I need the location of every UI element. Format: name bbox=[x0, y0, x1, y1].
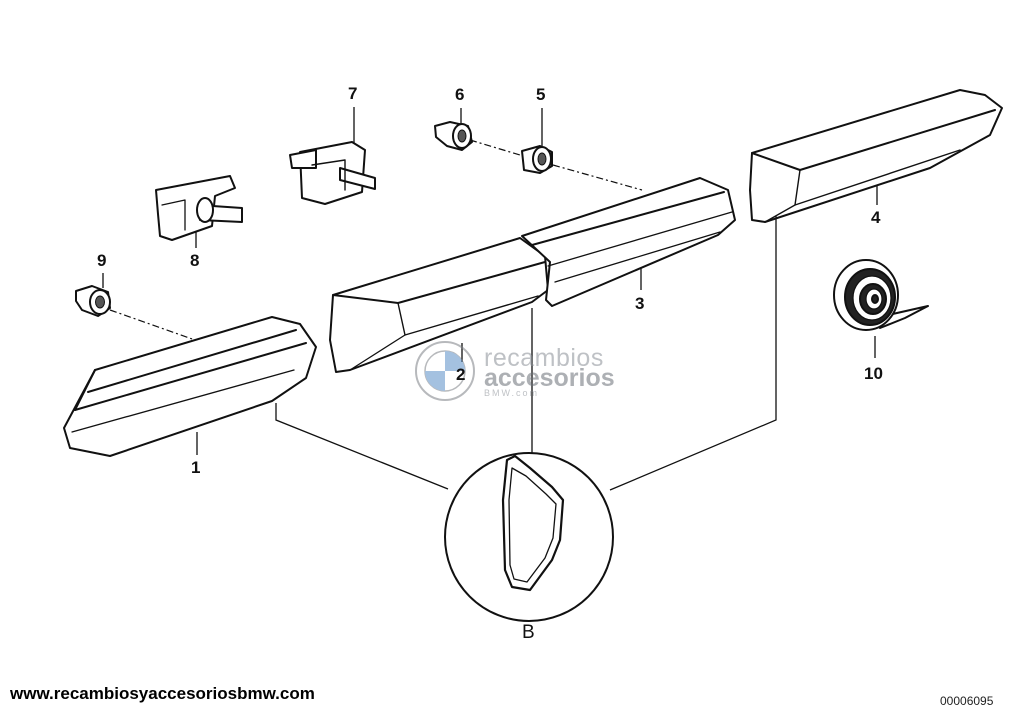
callout-10: 10 bbox=[864, 364, 883, 383]
part-3-molding-strip bbox=[521, 177, 736, 307]
callout-4: 4 bbox=[871, 208, 881, 227]
leader-lines bbox=[102, 107, 878, 491]
watermark-line-2: accesorios bbox=[484, 364, 615, 392]
footer-url[interactable]: www.recambiosyaccesoriosbmw.com bbox=[10, 684, 315, 703]
part-6-clip bbox=[434, 121, 473, 151]
callout-6: 6 bbox=[455, 85, 465, 104]
part-8-retaining-clip bbox=[155, 175, 243, 241]
part-4-molding-strip bbox=[749, 89, 1003, 223]
part-1-molding-strip bbox=[63, 316, 317, 457]
alignment-lines bbox=[109, 139, 643, 341]
watermark-line-1: recambios bbox=[484, 344, 604, 372]
callout-1: 1 bbox=[191, 458, 201, 477]
part-7-retaining-clip bbox=[289, 141, 376, 205]
part-9-clip bbox=[75, 285, 111, 317]
callout-7: 7 bbox=[348, 84, 358, 103]
callout-2: 2 bbox=[456, 365, 466, 384]
callout-3: 3 bbox=[635, 294, 645, 313]
watermark-line-3: BMW.com bbox=[484, 388, 540, 398]
part-10-adhesive-tape-roll bbox=[833, 259, 929, 331]
part-5-clip bbox=[521, 145, 553, 174]
document-number: 00006095 bbox=[940, 694, 994, 708]
callout-5: 5 bbox=[536, 85, 546, 104]
detail-b-cross-section bbox=[444, 452, 614, 622]
callout-9: 9 bbox=[97, 251, 107, 270]
detail-b-label: B bbox=[522, 622, 535, 643]
callout-8: 8 bbox=[190, 251, 200, 270]
bmw-logo-icon bbox=[415, 341, 475, 401]
part-2-molding-strip bbox=[329, 237, 549, 373]
watermark: recambios accesorios BMW.com bbox=[412, 338, 632, 408]
